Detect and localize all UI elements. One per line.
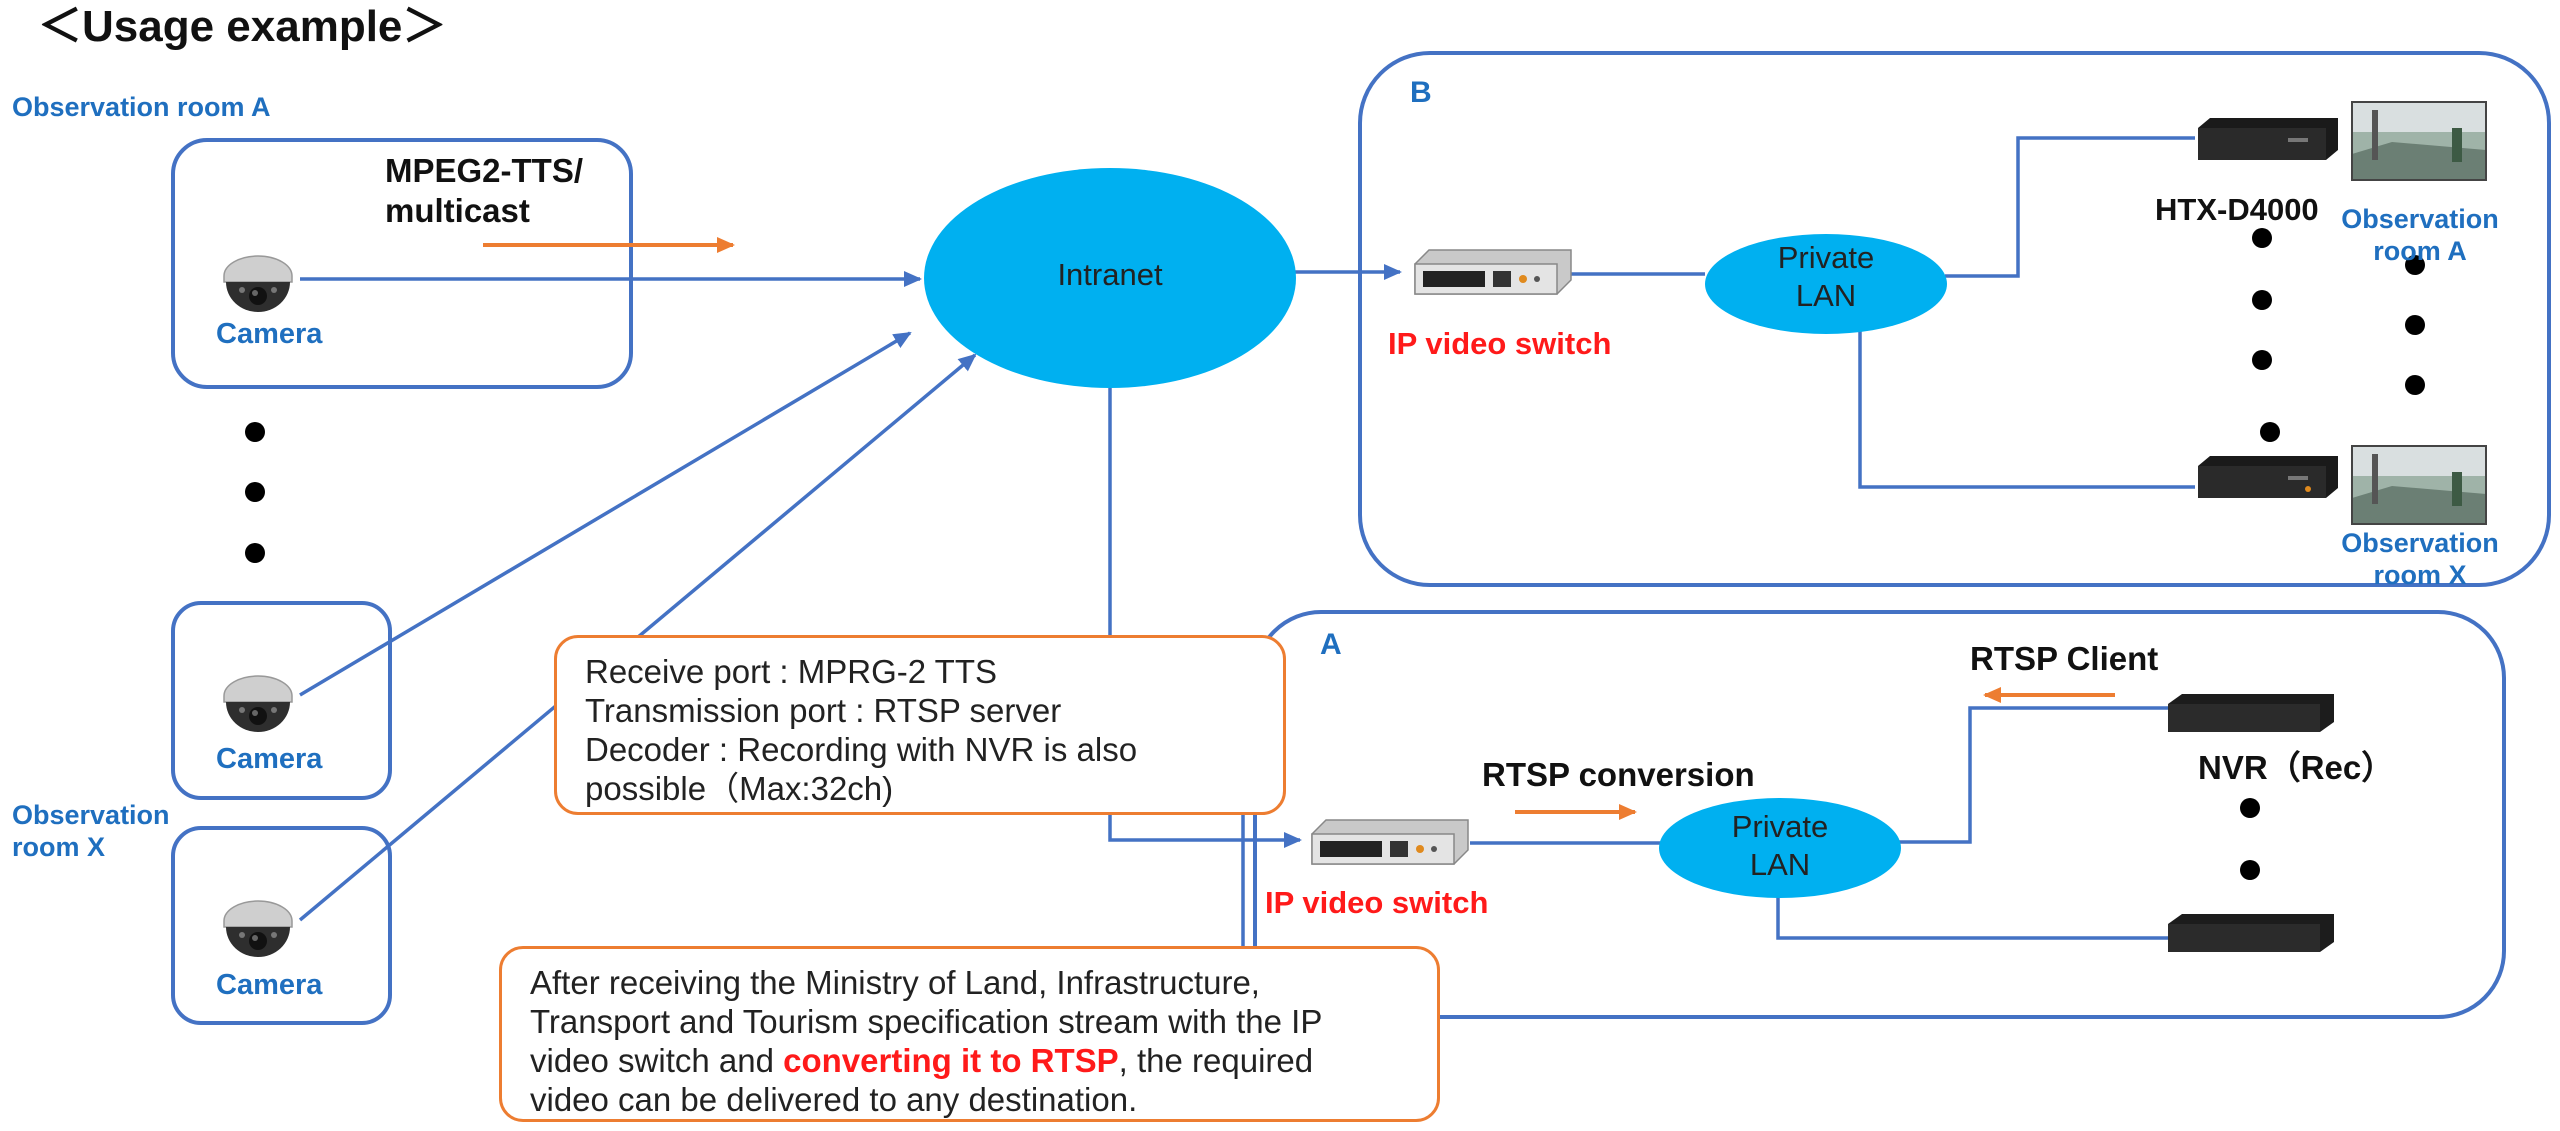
intranet-label: Intranet [1057, 257, 1163, 293]
lan-to-nvr2-line [1776, 890, 2175, 940]
camera-box-3 [171, 826, 392, 1025]
summary-line-2: Transport and Tourism specification stre… [530, 1003, 1323, 1040]
page-title: ＜Usage example＞ [38, 2, 447, 51]
frame-a-label: A [1320, 628, 1342, 661]
ip-video-switch-label-a: IP video switch [1265, 885, 1489, 920]
cam2-to-intranet-line [299, 331, 912, 697]
monitor-video-icon [2351, 101, 2487, 181]
lan-to-nvr1-line [1895, 706, 2175, 844]
mpeg-label-line2: multicast [385, 192, 530, 229]
ports-note-line: Decoder : Recording with NVR is also [585, 731, 1138, 768]
label-observation-room-x-line1: Observation [12, 800, 170, 830]
camera-label: Camera [216, 969, 323, 1001]
monitor-video-icon [2351, 445, 2487, 525]
summary-line-3: video switch and converting it to RTSP, … [530, 1041, 1437, 1080]
rtsp-conversion-label: RTSP conversion [1482, 756, 1755, 793]
lan-to-htx-x-line [1858, 330, 2195, 489]
ports-note-line: possible（Max:32ch) [585, 770, 894, 807]
label-observation-room-x-line2: room X [12, 832, 106, 862]
monitor-x-label-line2: room X [2373, 560, 2467, 590]
camera-icon [223, 900, 293, 957]
ellipsis-dots [245, 228, 2425, 880]
summary-emphasis: converting it to RTSP [783, 1042, 1119, 1079]
ports-note-line: Transmission port : RTSP server [585, 692, 1062, 729]
summary-note-box: After receiving the Ministry of Land, In… [499, 946, 1440, 1122]
nvr-recorder-icon [2168, 694, 2334, 732]
intranet-to-switch-a-line [1108, 388, 1302, 848]
camera-label: Camera [216, 318, 323, 350]
rtsp-client-label: RTSP Client [1970, 640, 2159, 677]
camera-icon [223, 255, 293, 312]
private-lan-b-label-line2: LAN [1795, 278, 1857, 314]
frame-b-label: B [1410, 76, 1432, 109]
htx-decoder-icon [2198, 456, 2338, 498]
ip-video-switch-label-b: IP video switch [1388, 326, 1612, 361]
monitor-a-label-line1: Observation [2341, 204, 2499, 234]
ip-video-switch-icon [1311, 819, 1469, 865]
label-observation-room-a: Observation room A [12, 92, 271, 122]
frame-b [1358, 51, 2551, 587]
ip-video-switch-icon [1414, 249, 1572, 295]
summary-line-1: After receiving the Ministry of Land, In… [530, 964, 1260, 1001]
nvr-recorder-icon [2168, 914, 2334, 952]
monitor-x-label-line1: Observation [2341, 528, 2499, 558]
camera-box-2 [171, 601, 392, 800]
summary-line-3-pre: video switch and [530, 1042, 784, 1079]
lan-to-htx-a-line [1945, 136, 2195, 278]
camera-icon [223, 675, 293, 732]
htx-decoder-icon [2198, 118, 2338, 160]
ports-note-box: Receive port : MPRG-2 TTS Transmission p… [554, 635, 1286, 815]
intranet-cloud [924, 168, 1296, 388]
nvr-label: NVR（Rec） [2198, 749, 2395, 786]
summary-line-3-post: , the required [1118, 1042, 1314, 1079]
private-lan-a-label-line1: Private [1731, 809, 1829, 845]
htx-d4000-label: HTX-D4000 [2155, 192, 2319, 227]
summary-line-4: video can be delivered to any destinatio… [530, 1081, 1138, 1118]
frame-a [1253, 610, 2506, 1019]
mpeg-label-line1: MPEG2-TTS/ [385, 152, 584, 189]
private-lan-a-label-line2: LAN [1749, 847, 1811, 883]
monitor-a-label-line2: room A [2373, 236, 2467, 266]
camera-box-room-a [171, 138, 633, 389]
private-lan-b-label-line1: Private [1777, 240, 1875, 276]
private-lan-a [1659, 798, 1901, 898]
camera-label: Camera [216, 743, 323, 775]
private-lan-b [1705, 234, 1947, 334]
ports-note-line: Receive port : MPRG-2 TTS [585, 653, 998, 690]
